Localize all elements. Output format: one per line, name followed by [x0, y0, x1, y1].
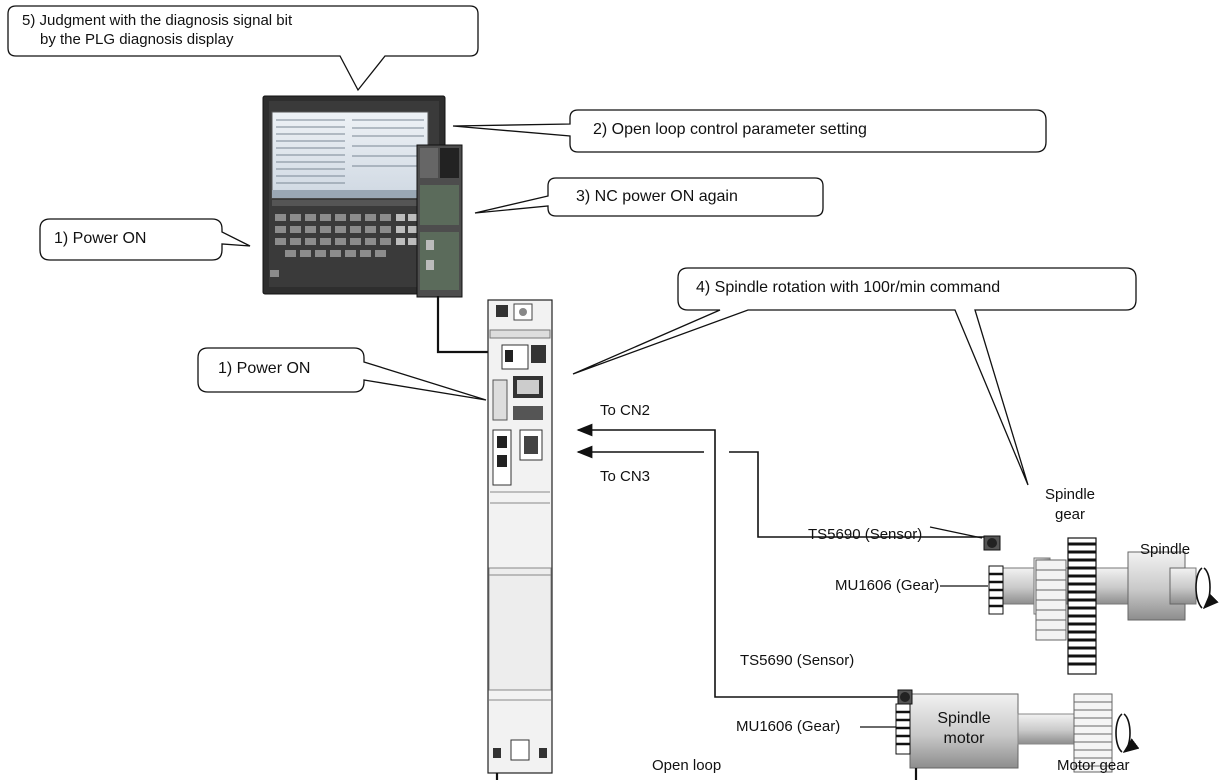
- motor-encoder-gear-icon: [896, 704, 910, 754]
- label-spindle: Spindle: [1140, 541, 1190, 559]
- callout-step4: 4) Spindle rotation with 100r/min comman…: [696, 279, 1000, 297]
- label-sensor-spindle: TS5690 (Sensor): [808, 526, 922, 544]
- label-sensor-motor: TS5690 (Sensor): [740, 652, 854, 670]
- sensor-icon: [984, 536, 1000, 550]
- callout-step2: 2) Open loop control parameter setting: [593, 121, 867, 139]
- spindle-gear-icon: [1068, 538, 1096, 674]
- motor-sensor-icon: [898, 690, 912, 704]
- encoder-gear-icon: [989, 566, 1003, 614]
- label-motor-gear: Motor gear: [1057, 757, 1130, 775]
- nc-unit-illustration: [263, 96, 462, 297]
- callout-step5-line2: by the PLG diagnosis display: [40, 31, 233, 49]
- label-to-cn2: To CN2: [600, 402, 650, 420]
- cn3-wire: [729, 452, 988, 537]
- motor-rotation-arrow-icon: [1116, 714, 1130, 752]
- label-gear-motor: MU1606 (Gear): [736, 718, 840, 736]
- callout-step1-nc: 1) Power ON: [54, 230, 146, 248]
- label-open-loop: Open loop: [652, 757, 721, 775]
- callout-step1-drive: 1) Power ON: [218, 360, 310, 378]
- label-spindle-gear-line2: gear: [1040, 506, 1100, 524]
- label-gear-spindle: MU1606 (Gear): [835, 577, 939, 595]
- callout-step3: 3) NC power ON again: [576, 188, 738, 206]
- label-to-cn3: To CN3: [600, 468, 650, 486]
- drive-unit-illustration: [488, 300, 552, 773]
- rotation-arrow-icon: [1196, 568, 1210, 608]
- spindle-hub-gear: [1036, 560, 1066, 640]
- label-motor-line1: Spindle: [924, 710, 1004, 728]
- label-motor-line2: motor: [924, 730, 1004, 748]
- label-spindle-gear-line1: Spindle: [1040, 486, 1100, 504]
- callout-step5-line1: 5) Judgment with the diagnosis signal bi…: [22, 12, 292, 30]
